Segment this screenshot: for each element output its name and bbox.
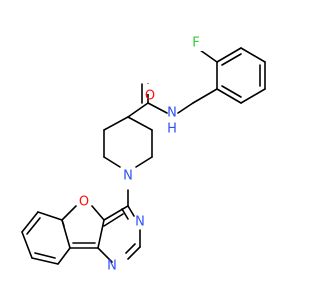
bond [61,205,77,221]
bond [240,47,266,63]
bond [125,243,136,254]
bond [31,257,59,265]
structure-canvas: F O N H N O N N [21,35,266,274]
bond [103,156,121,168]
bond [177,102,194,114]
bond [91,205,105,221]
bond [103,116,129,131]
bond [221,85,242,98]
amide-nitrogen-label: N [167,106,177,121]
atom-labels: F O N H N O N N [79,35,203,274]
bond [127,246,141,260]
bond [97,219,105,249]
bond [216,47,242,63]
bonds [21,47,266,265]
bond [21,211,39,233]
bond [103,205,129,221]
fluorine-atom-label: F [192,36,199,51]
amide-hydrogen-label: H [167,122,177,137]
furan-oxygen-label: O [79,195,89,210]
bond [221,53,242,66]
bond [216,88,242,104]
bond [135,156,153,168]
bond [240,88,266,104]
pyrimidine-nitrogen-2-label: N [107,259,117,274]
bond [199,49,218,63]
bond [34,252,56,259]
bond [26,217,41,235]
bond [103,213,124,227]
bond [127,102,149,118]
bond [57,247,71,265]
piperidine-nitrogen-label: N [123,169,133,184]
bond [127,205,135,217]
molecule-structure-diagram: F O N H N O N N [21,35,266,274]
bond [61,219,65,227]
bond [37,211,63,221]
bond [97,247,113,263]
bond [127,116,153,131]
bond [21,231,33,259]
pyrimidine-nitrogen-1-label: N [135,215,145,230]
bond [121,208,129,220]
bond [192,88,218,104]
carbonyl-oxygen-label: O [145,89,155,104]
bond [147,102,168,114]
